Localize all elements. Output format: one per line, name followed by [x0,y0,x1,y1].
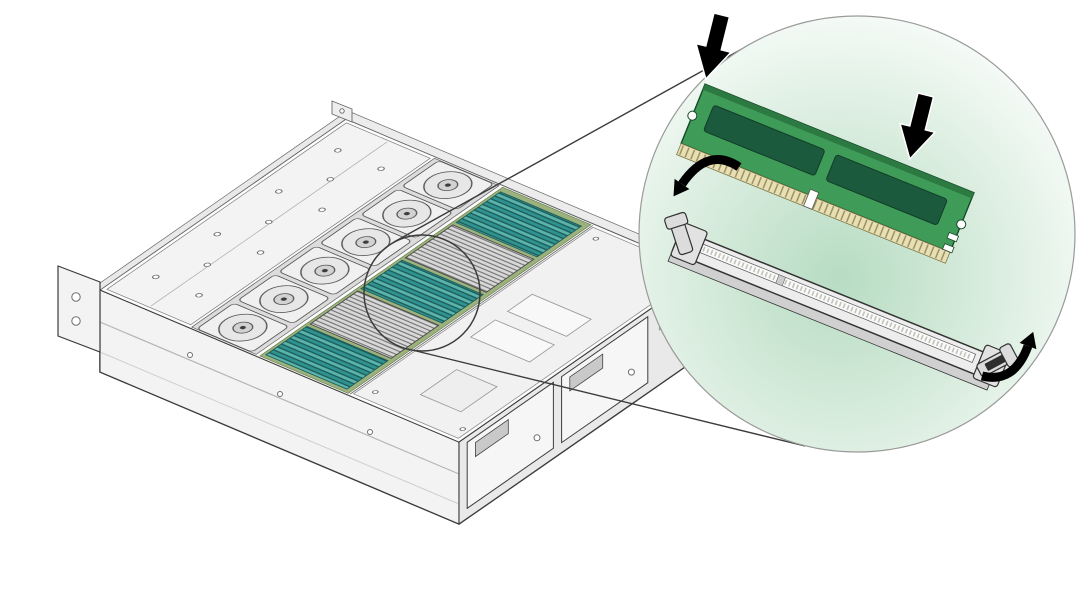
component-bay [419,369,498,413]
dimm-bank-center [360,259,484,324]
dimm-chip [703,105,825,176]
down-arrow-icon [694,12,733,81]
rotate-arrow-head [673,178,690,197]
side-panel-screws [187,352,373,435]
psu-handle [474,418,509,458]
cover-screws [151,148,385,298]
corner-bracket [331,100,353,123]
server-chassis [57,100,706,526]
screw [533,434,541,442]
close-latch-arrow-left [673,155,742,197]
latch-label [984,354,1006,371]
dimm-top-edge [702,84,974,199]
callout-leader-line-top [393,43,752,243]
dimm-chip [826,154,948,225]
screw [377,166,385,171]
screw [326,177,335,182]
screw [264,219,273,225]
close-latch-arrow-right [980,331,1037,382]
ear-plate [57,265,101,353]
screw [71,292,81,302]
screw [256,250,265,255]
screw [334,148,342,153]
dimm-end-step [942,243,955,254]
screw [277,391,283,397]
callout-source-circle [363,234,481,352]
latch-head [664,211,689,230]
side-rail-line-lower [99,351,460,505]
screw [71,316,81,326]
dimm-module [676,83,975,264]
down-arrow-icon [898,92,937,161]
screw [592,236,600,241]
cpu-heatsink-1 [309,290,440,359]
power-supply-2 [561,315,649,444]
power-supply-1 [466,381,554,510]
screw [339,108,345,114]
dimm-end-notch [687,110,698,121]
mid-divider [349,225,594,395]
riser-slot [469,319,556,363]
socket-latch-right [976,343,1020,378]
screw [274,189,283,194]
chassis-top-view [98,118,706,443]
screw [627,368,635,376]
dimm-detail-callout [638,12,1076,453]
dimm-key-notch [803,188,820,210]
callout-leader-line-bottom [407,348,806,447]
dimm-end-step [946,231,960,243]
rotate-arrow-arc [678,155,742,187]
fan-module-row [192,158,499,355]
socket-contacts [702,246,972,360]
dimm-bank-right [455,191,583,258]
screw [203,262,212,267]
screw [318,207,326,212]
side-rail-line [99,321,460,475]
rotate-arrow-arc [980,344,1033,382]
psu-handle [569,353,604,392]
screw [195,293,203,298]
screw [151,274,160,280]
screw [187,352,193,358]
screw [371,390,379,394]
press-down-arrow-1 [694,12,733,81]
screw [213,232,222,237]
screw [459,427,467,431]
psu-body [466,381,554,510]
dimm-bank-left [265,325,389,390]
socket-latch-left [664,211,694,256]
rotate-arrow-head [1019,331,1037,350]
screw [367,429,373,435]
socket-key [775,274,786,287]
press-down-arrow-2 [898,92,937,161]
dimm-end-notch [956,219,967,230]
riser-slot [506,293,592,337]
rack-mount-ear [57,265,101,353]
psu-body [561,315,649,444]
